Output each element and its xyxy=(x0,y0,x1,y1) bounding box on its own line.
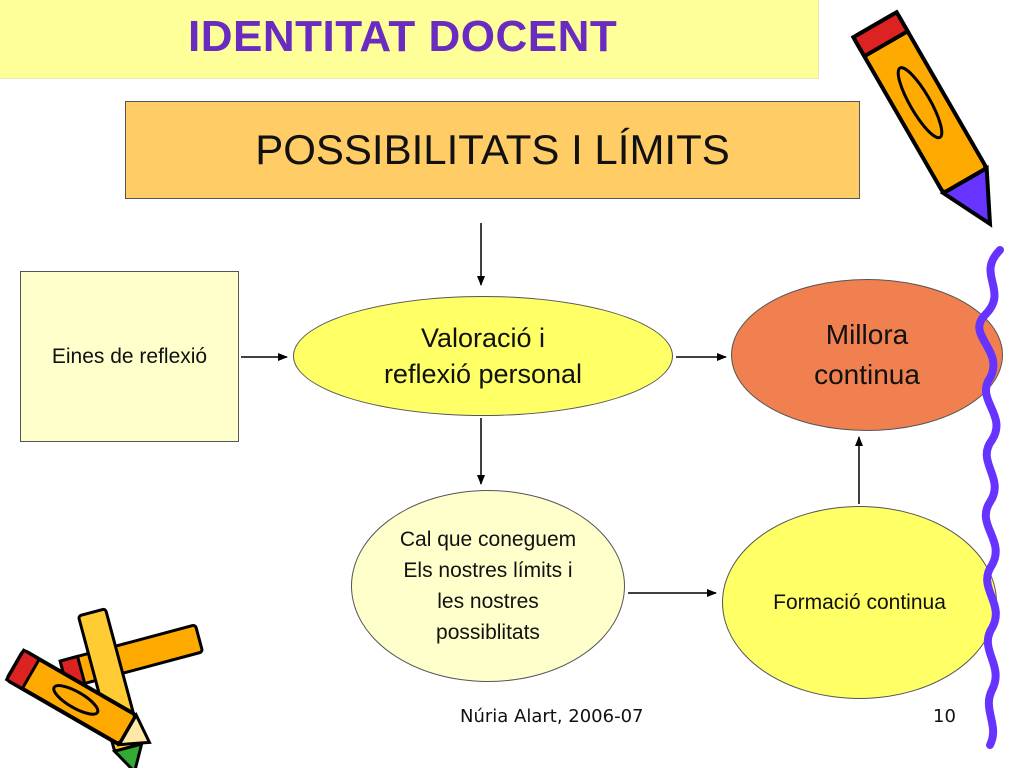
limits-line-4: possiblitats xyxy=(436,621,540,644)
valuation-ellipse: Valoració i reflexió personal xyxy=(293,296,673,416)
limits-line-1: Cal que coneguem xyxy=(399,528,577,551)
limits-line-2: Els nostres límits i xyxy=(403,559,573,582)
page-title: IDENTITAT DOCENT xyxy=(188,12,618,61)
tools-box: Eines de reflexió xyxy=(20,271,239,442)
limits-ellipse: Cal que coneguem Els nostres límits i le… xyxy=(351,490,625,682)
footer-author: Núria Alart, 2006-07 xyxy=(460,706,644,727)
improvement-line-2: continua xyxy=(814,359,920,390)
improvement-ellipse: Millora continua xyxy=(731,279,1003,431)
improvement-line-1: Millora xyxy=(825,319,909,350)
valuation-line-1: Valoració i xyxy=(420,323,546,353)
page-number: 10 xyxy=(933,706,956,727)
limits-line-3: les nostres xyxy=(437,590,539,613)
title-bar: IDENTITAT DOCENT xyxy=(0,0,819,79)
valuation-line-2: reflexió personal xyxy=(383,359,583,389)
header-box: POSSIBILITATS I LÍMITS xyxy=(125,101,860,199)
training-ellipse: Formació continua xyxy=(722,506,997,699)
